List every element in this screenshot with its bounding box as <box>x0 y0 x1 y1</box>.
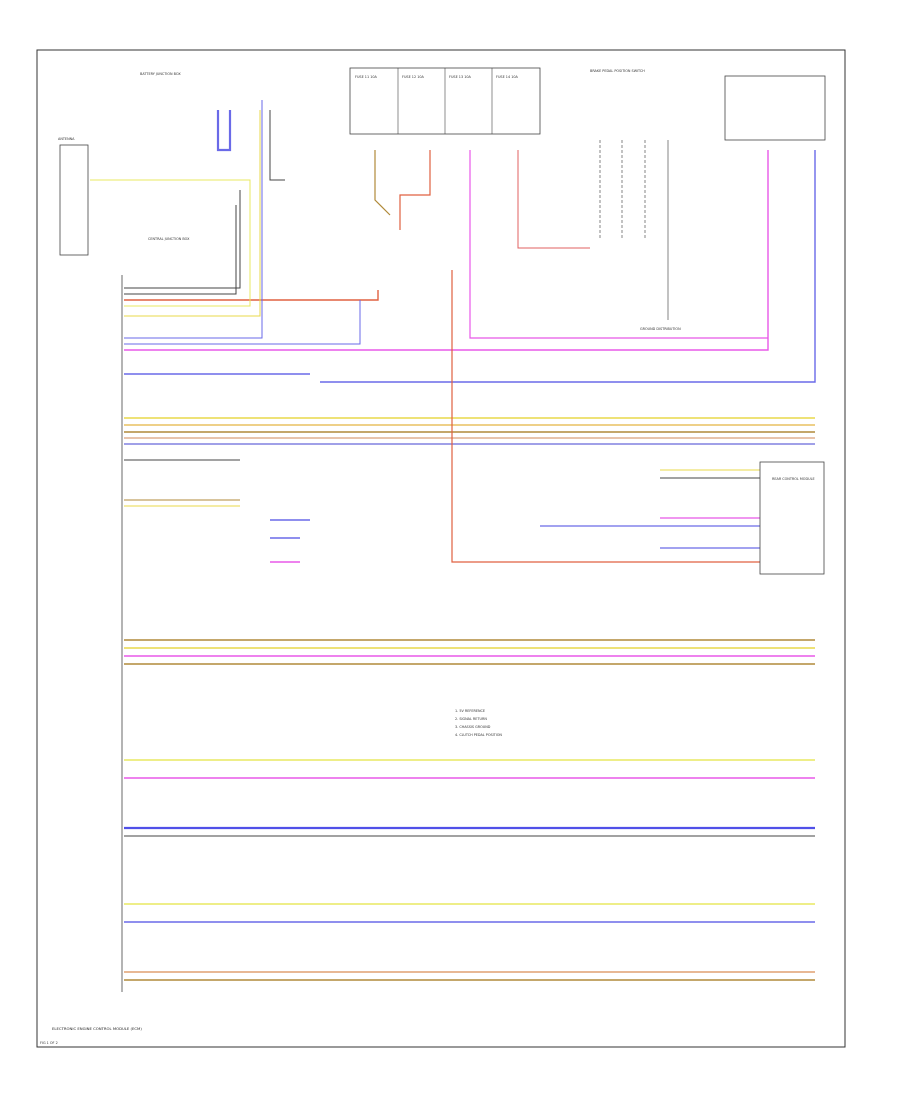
mid-wires <box>124 459 760 563</box>
upper-wires <box>90 100 816 563</box>
fuse-labels: FUSE 11 10A FUSE 12 10A FUSE 13 10A FUSE 14… <box>355 75 519 79</box>
module-label: ELECTRONIC ENGINE CONTROL MODULE (ECM) <box>52 1026 142 1031</box>
fuse-label-2: FUSE 12 10A <box>402 75 425 79</box>
antenna-label: ANTENNA <box>58 137 75 141</box>
long-wires <box>124 417 815 981</box>
legend-item-2: 2. SIGNAL RETURN <box>455 717 487 721</box>
rear-module-label: REAR CONTROL MODULE <box>772 477 815 481</box>
legend-item-1: 1. 5V REFERENCE <box>455 709 485 713</box>
ground-label: GROUND DISTRIBUTION <box>640 327 681 331</box>
battery-label: BATTERY JUNCTION BOX <box>140 72 181 76</box>
legend: 1. 5V REFERENCE 2. SIGNAL RETURN 3. CHASSI… <box>455 709 502 737</box>
fuse-label-3: FUSE 13 10A <box>449 75 472 79</box>
fuse-label-4: FUSE 14 10A <box>496 75 519 79</box>
fuse-label-1: FUSE 11 10A <box>355 75 378 79</box>
legend-item-4: 4. CLUTCH PEDAL POSITION <box>455 733 502 737</box>
top-components <box>59 67 826 575</box>
legend-item-3: 3. CHASSIS GROUND <box>455 725 491 729</box>
footer-label: FIG 1 OF 2 <box>40 1041 58 1045</box>
brake-label: BRAKE PEDAL POSITION SWITCH <box>590 69 645 73</box>
ctc-label: CENTRAL JUNCTION BOX <box>148 237 190 241</box>
diagram-frame <box>36 49 846 1048</box>
